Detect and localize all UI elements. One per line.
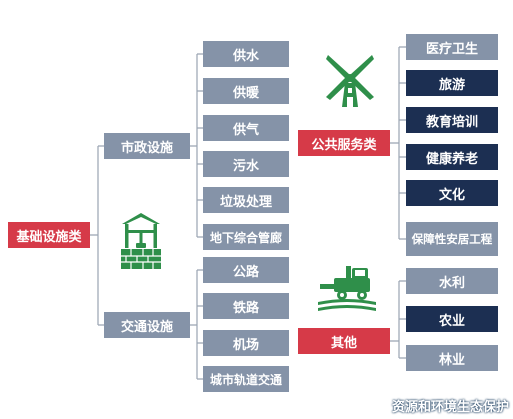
municipal-node: 市政设施	[104, 133, 190, 159]
item-label: 供水	[232, 48, 259, 64]
municipal-label: 市政设施	[120, 140, 173, 156]
harvester-icon	[318, 266, 376, 311]
municipal-item-garbage: 垃圾处理	[203, 187, 289, 213]
other-item-agriculture: 农业	[406, 306, 498, 332]
municipal-item-water-supply: 供水	[203, 41, 289, 67]
root-label: 基础设施类	[16, 229, 82, 245]
municipal-item-heating: 供暖	[203, 78, 289, 104]
public-service-label: 公共服务类	[311, 137, 377, 153]
item-label: 垃圾处理	[219, 194, 272, 210]
transport-item-railway: 铁路	[203, 293, 289, 319]
transport-node: 交通设施	[104, 312, 190, 338]
item-label: 供暖	[232, 85, 259, 101]
public-item-healthcare: 医疗卫生	[406, 34, 498, 60]
item-label: 保障性安居工程	[411, 232, 493, 246]
other-label: 其他	[330, 335, 357, 351]
other-item-water-conservancy: 水利	[406, 268, 498, 294]
windmill-icon	[326, 55, 374, 107]
public-item-affordable-housing: 保障性安居工程	[406, 222, 498, 256]
public-service-node: 公共服务类	[298, 130, 390, 156]
transport-item-highway: 公路	[203, 257, 289, 283]
item-label: 公路	[232, 264, 259, 280]
item-label: 供气	[232, 122, 259, 138]
item-label: 健康养老	[425, 151, 478, 167]
other-node: 其他	[298, 328, 390, 354]
transport-label: 交通设施	[120, 319, 173, 335]
municipal-item-gas: 供气	[203, 115, 289, 141]
item-label: 医疗卫生	[425, 41, 478, 57]
item-label: 机场	[232, 337, 259, 353]
municipal-item-utility-tunnel: 地下综合管廊	[203, 224, 289, 250]
item-label: 铁路	[232, 300, 259, 316]
transport-item-airport: 机场	[203, 330, 289, 356]
item-label: 地下综合管廊	[209, 230, 282, 245]
item-label: 水利	[438, 275, 465, 291]
public-item-education: 教育培训	[406, 107, 498, 133]
item-label: 教育培训	[425, 114, 478, 130]
public-item-culture: 文化	[406, 180, 498, 206]
municipal-item-sewage: 污水	[203, 151, 289, 177]
item-label: 污水	[232, 158, 259, 174]
well-icon	[121, 213, 161, 269]
item-label: 文化	[438, 187, 465, 203]
root-node: 基础设施类	[8, 222, 90, 248]
item-label: 农业	[438, 313, 465, 329]
item-label: 林业	[438, 352, 465, 368]
public-item-tourism: 旅游	[406, 70, 498, 96]
other-item-forestry: 林业	[406, 345, 498, 371]
transport-item-urban-rail: 城市轨道交通	[203, 366, 289, 392]
item-label: 城市轨道交通	[209, 372, 282, 387]
public-item-elderly-care: 健康养老	[406, 144, 498, 170]
watermark: 资源和环境生态保护	[391, 400, 509, 415]
item-label: 旅游	[438, 77, 465, 93]
